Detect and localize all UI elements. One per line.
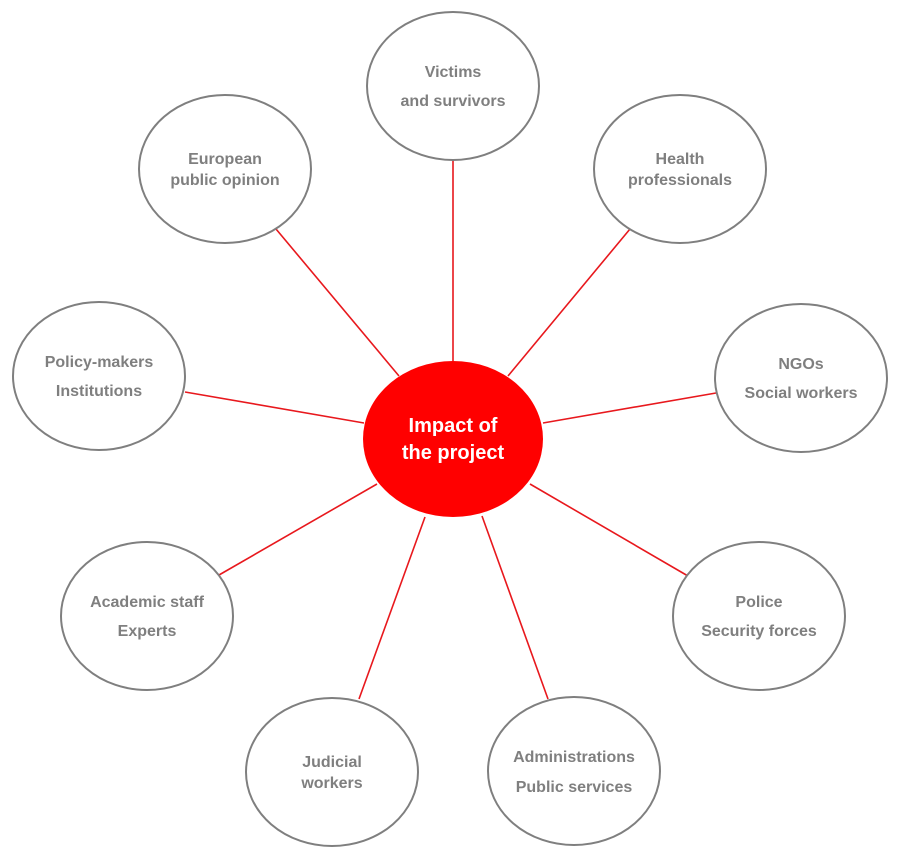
node-judicial: Judicial workers [245, 697, 419, 847]
connector-european [275, 228, 400, 377]
node-label-police-2: Security forces [701, 623, 817, 640]
node-label-judicial-2: workers [300, 775, 362, 792]
node-label-ngos-2: Social workers [745, 385, 858, 402]
node-label-european-1: European [188, 151, 262, 168]
connector-administrations [481, 515, 549, 700]
node-label-administrations-1: Administrations [513, 749, 635, 766]
node-label-health-2: professionals [628, 172, 732, 189]
node-ellipse-administrations [487, 696, 661, 846]
node-label-policy-1: Policy-makers [45, 354, 154, 371]
node-label-policy-2: Institutions [56, 383, 142, 400]
center-node: Impact of the project [363, 361, 543, 517]
node-label-academic-2: Experts [118, 623, 177, 640]
node-ellipse-ngos [714, 303, 888, 453]
node-victims: Victims and survivors [366, 11, 540, 161]
node-label-victims-2: and survivors [401, 93, 506, 110]
node-label-health-1: Health [656, 151, 705, 168]
node-label-academic-1: Academic staff [90, 594, 204, 611]
node-ellipse-policy [12, 301, 186, 451]
connector-academic [218, 483, 378, 576]
node-ellipse-judicial [245, 697, 419, 847]
node-label-european-2: public opinion [170, 172, 279, 189]
center-ellipse [363, 361, 543, 517]
connectors [184, 160, 717, 700]
node-ellipse-victims [366, 11, 540, 161]
connector-health [507, 228, 631, 377]
node-label-victims-1: Victims [425, 64, 482, 81]
node-health: Health professionals [593, 94, 767, 244]
center-label-line-1: Impact of [409, 415, 498, 437]
node-european: European public opinion [138, 94, 312, 244]
node-label-administrations-2: Public services [516, 779, 633, 796]
node-ellipse-academic [60, 541, 234, 691]
connector-police [529, 483, 689, 577]
center-label-line-2: the project [402, 442, 505, 464]
node-label-judicial-1: Judicial [302, 754, 362, 771]
connector-ngos [542, 392, 717, 424]
node-ellipse-police [672, 541, 846, 691]
node-label-police-1: Police [735, 594, 782, 611]
node-ellipse-health [593, 94, 767, 244]
node-label-ngos-1: NGOs [778, 356, 823, 373]
connector-policy [184, 391, 365, 424]
connector-judicial [358, 516, 426, 700]
node-ellipse-european [138, 94, 312, 244]
